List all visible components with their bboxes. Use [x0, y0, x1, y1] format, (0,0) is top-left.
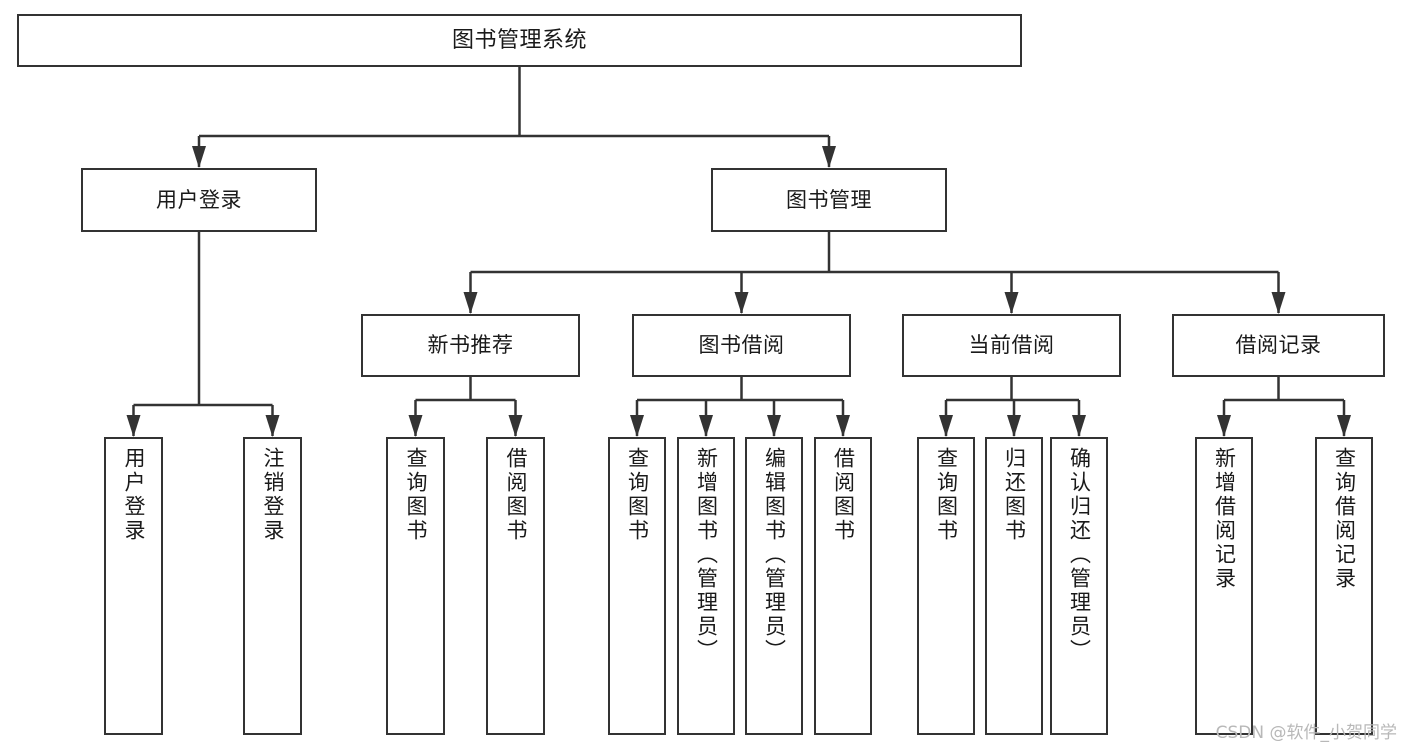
arrowhead-icon: [1007, 415, 1021, 437]
node-label: 查询图书: [404, 447, 428, 543]
node-label: 确认归还（管理员）: [1067, 447, 1092, 663]
arrowhead-icon: [265, 415, 280, 437]
arrowhead-icon: [939, 415, 953, 437]
node-label: 查询图书: [625, 447, 650, 543]
arrowhead-icon: [1072, 415, 1086, 437]
node-leaf-nb-query[interactable]: 查询图书: [386, 437, 445, 735]
node-leaf-br-query[interactable]: 查询借阅记录: [1315, 437, 1373, 735]
node-label: 图书借阅: [698, 333, 785, 358]
node-leaf-user-login[interactable]: 用户登录: [104, 437, 163, 735]
arrowhead-icon: [408, 415, 423, 437]
node-leaf-user-logout[interactable]: 注销登录: [243, 437, 302, 735]
node-leaf-bb-query[interactable]: 查询图书: [608, 437, 666, 735]
arrowhead-icon: [463, 292, 478, 314]
node-l2-book-borrow[interactable]: 图书借阅: [632, 314, 851, 377]
node-leaf-cb-confirm[interactable]: 确认归还（管理员）: [1050, 437, 1108, 735]
node-l1-user-login[interactable]: 用户登录: [81, 168, 317, 232]
node-label: 用户登录: [156, 187, 242, 212]
node-leaf-bb-edit[interactable]: 编辑图书（管理员）: [745, 437, 803, 735]
node-l2-current-borrow[interactable]: 当前借阅: [902, 314, 1121, 377]
node-label: 新增借阅记录: [1212, 447, 1237, 591]
node-leaf-cb-return[interactable]: 归还图书: [985, 437, 1043, 735]
watermark: CSDN @软件_小贺同学: [1215, 723, 1397, 743]
node-l2-new-book-rec[interactable]: 新书推荐: [361, 314, 580, 377]
node-label: 借阅记录: [1235, 333, 1322, 358]
arrowhead-icon: [734, 292, 749, 314]
node-label: 注销登录: [261, 447, 285, 543]
node-leaf-nb-borrow[interactable]: 借阅图书: [486, 437, 545, 735]
arrowhead-icon: [192, 146, 206, 168]
arrowhead-icon: [126, 415, 141, 437]
node-leaf-cb-query[interactable]: 查询图书: [917, 437, 975, 735]
node-label: 当前借阅: [968, 333, 1055, 358]
node-label: 编辑图书（管理员）: [762, 447, 787, 663]
arrowhead-icon: [1217, 415, 1231, 437]
arrowhead-icon: [699, 415, 713, 437]
node-label: 归还图书: [1002, 447, 1027, 543]
node-label: 查询借阅记录: [1332, 447, 1357, 591]
node-label: 借阅图书: [831, 447, 856, 543]
node-label: 新增图书（管理员）: [694, 447, 719, 663]
arrowhead-icon: [1004, 292, 1019, 314]
node-l2-borrow-record[interactable]: 借阅记录: [1172, 314, 1385, 377]
node-label: 查询图书: [934, 447, 959, 543]
arrowhead-icon: [767, 415, 781, 437]
arrowhead-icon: [630, 415, 644, 437]
node-label: 借阅图书: [504, 447, 528, 543]
node-label: 新书推荐: [427, 333, 514, 358]
arrowhead-icon: [822, 146, 836, 168]
node-l1-book-mgmt[interactable]: 图书管理: [711, 168, 947, 232]
node-label: 图书管理系统: [451, 27, 587, 53]
node-label: 图书管理: [786, 187, 872, 212]
node-leaf-bb-add[interactable]: 新增图书（管理员）: [677, 437, 735, 735]
arrowhead-icon: [836, 415, 850, 437]
node-root[interactable]: 图书管理系统: [17, 14, 1022, 67]
node-leaf-bb-borrow[interactable]: 借阅图书: [814, 437, 872, 735]
node-label: 用户登录: [122, 447, 146, 543]
arrowhead-icon: [508, 415, 523, 437]
arrowhead-icon: [1271, 292, 1286, 314]
node-leaf-br-add[interactable]: 新增借阅记录: [1195, 437, 1253, 735]
arrowhead-icon: [1337, 415, 1351, 437]
